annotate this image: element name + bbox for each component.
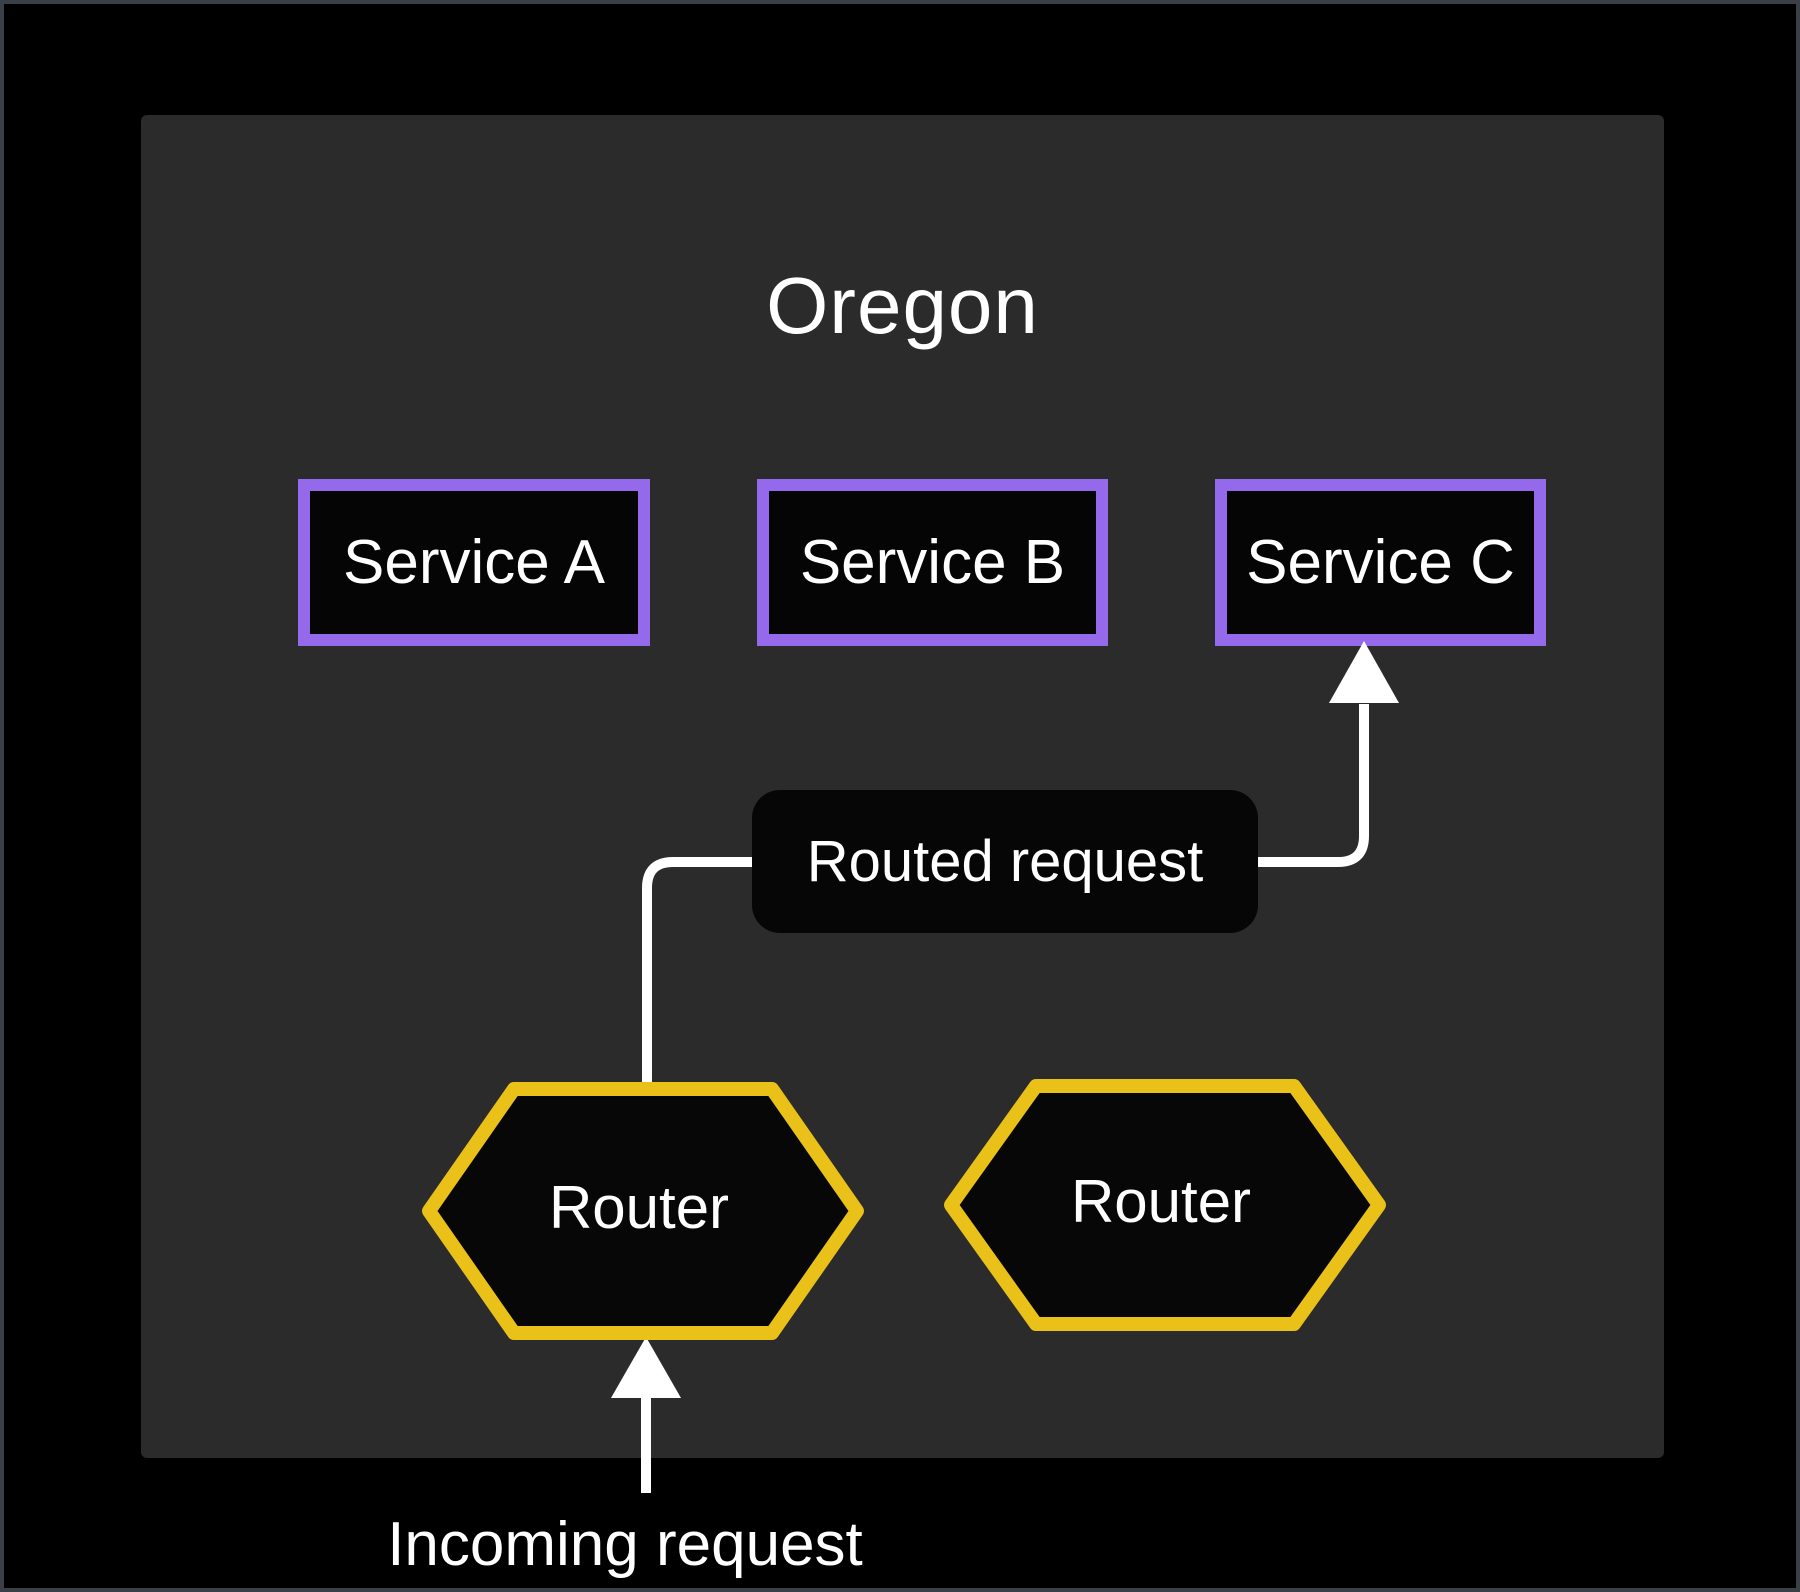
arrowhead-up-icon: [611, 1337, 681, 1398]
routed-request-label: Routed request: [752, 790, 1258, 933]
router-right-label-wrap: Router: [961, 1168, 1361, 1235]
router-hexagon-right: [944, 1079, 1386, 1331]
router-left-label-wrap: Router: [439, 1174, 839, 1241]
service-box-a: Service A: [298, 479, 650, 646]
region-panel: [141, 115, 1664, 1458]
service-a-label: Service A: [343, 528, 605, 597]
incoming-request-text: Incoming request: [387, 1510, 863, 1579]
routed-request-text: Routed request: [806, 829, 1204, 894]
router-left-label: Router: [548, 1173, 730, 1241]
region-title: Oregon: [766, 261, 1039, 350]
service-b-label: Service B: [799, 528, 1066, 597]
router-hexagon-left: [422, 1082, 864, 1340]
service-box-c: Service C: [1215, 479, 1546, 646]
connector-overlay: [422, 641, 1399, 1493]
service-box-b: Service B: [757, 479, 1108, 646]
router-right-label: Router: [1070, 1167, 1252, 1235]
service-c-label: Service C: [1246, 528, 1515, 597]
arrowhead-up-icon: [1329, 641, 1399, 703]
incoming-request-label: Incoming request: [275, 1514, 975, 1576]
